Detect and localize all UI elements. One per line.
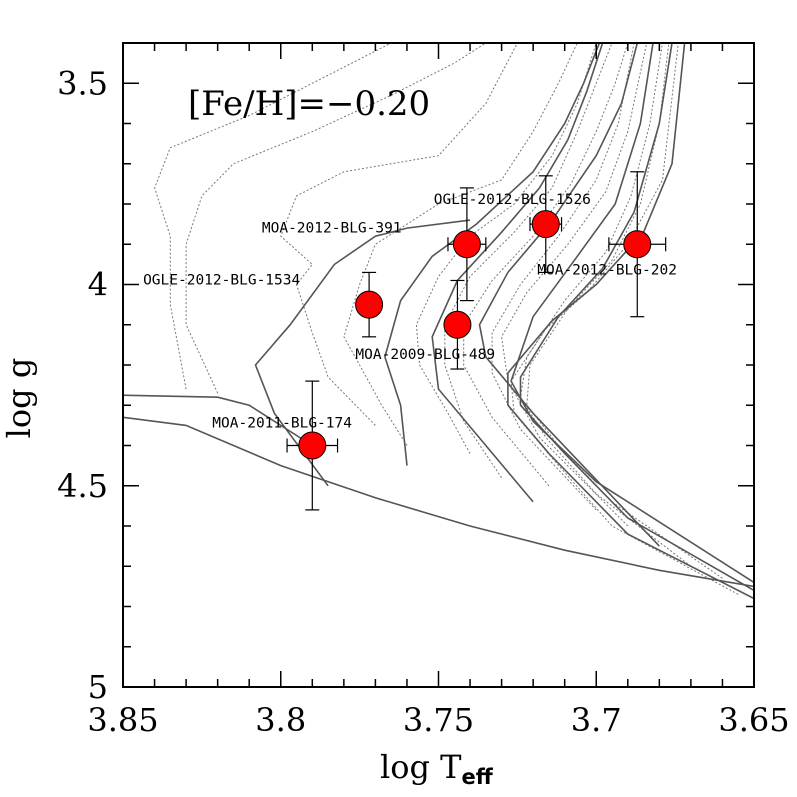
x-tick-label: 3.8	[255, 701, 306, 739]
star-point: OGLE-2012-BLG-1526	[434, 175, 591, 274]
y-tick-label: 4	[88, 266, 108, 304]
star-label: MOA-2011-BLG-174	[212, 416, 352, 432]
star-label: MOA-2009-BLG-489	[355, 347, 495, 363]
star-marker	[355, 290, 384, 319]
star-markers: MOA-2011-BLG-174OGLE-2012-BLG-1534MOA-20…	[143, 171, 677, 511]
x-tick-label: 3.7	[571, 701, 622, 739]
isochrone-dashed-5	[444, 43, 613, 478]
isochrone-dashed-8	[501, 43, 648, 527]
isochrone-solid-4	[431, 43, 604, 503]
isochrone-dashed-4	[415, 43, 597, 454]
star-point: MOA-2011-BLG-174	[212, 380, 352, 511]
star-marker	[452, 230, 481, 259]
isochrone-solid-0	[123, 416, 754, 588]
star-label: MOA-2012-BLG-202	[537, 262, 677, 278]
isochrone-curves	[123, 43, 754, 600]
metallicity-annotation: [Fe/H]=−0.20	[188, 84, 430, 124]
star-point: MOA-2009-BLG-489	[355, 279, 495, 370]
star-label: MOA-2012-BLG-391	[262, 220, 402, 236]
tick-labels: 3.85 3.8 3.75 3.7 3.65 3.5 4 4.5 5	[57, 64, 790, 739]
star-marker	[531, 210, 560, 239]
star-label: OGLE-2012-BLG-1534	[143, 273, 300, 289]
x-axis-title-sub: eff	[462, 765, 494, 789]
plot-frame	[122, 42, 755, 688]
x-tick-label: 3.75	[403, 701, 474, 739]
isochrone-dashed-3	[154, 43, 392, 390]
x-tick-label: 3.85	[87, 701, 158, 739]
isochrone-dashed-7	[491, 43, 635, 511]
y-tick-label: 4.5	[57, 467, 108, 505]
x-tick-label: 3.65	[718, 701, 789, 739]
isochrone-dashed-1	[280, 43, 518, 426]
star-point: MOA-2012-BLG-391	[262, 187, 487, 302]
y-axis-title: log g	[0, 358, 38, 439]
y-tick-label: 3.5	[57, 64, 108, 102]
axis-ticks	[122, 42, 755, 688]
star-marker	[298, 431, 327, 460]
isochrone-dashed-0	[343, 43, 578, 446]
star-marker	[443, 310, 472, 339]
isochrone-dashed-10	[526, 43, 723, 579]
x-axis-title: log Teff	[380, 748, 494, 789]
isochrone-solid-1	[123, 394, 313, 447]
isochrone-solid-7	[519, 43, 754, 592]
star-point: OGLE-2012-BLG-1534	[143, 271, 384, 338]
isochrone-solid-8	[507, 43, 754, 600]
isochrone-solid-5	[478, 43, 660, 547]
isochrone-dashed-11	[510, 43, 739, 595]
star-marker	[623, 230, 652, 259]
star-point: MOA-2012-BLG-202	[537, 171, 677, 318]
isochrone-solid-6	[510, 43, 754, 584]
star-label: OGLE-2012-BLG-1526	[434, 192, 591, 208]
x-axis-title-main: log T	[380, 748, 462, 786]
y-tick-label: 5	[88, 668, 108, 706]
isochrone-solid-2	[254, 219, 471, 487]
